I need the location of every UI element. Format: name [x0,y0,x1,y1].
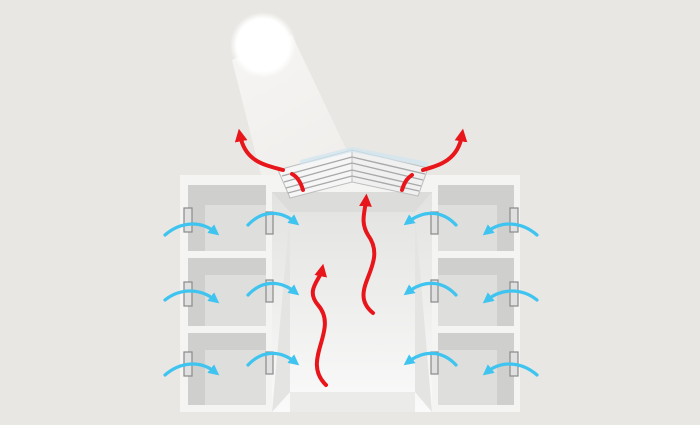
warm-air-arrows [234,128,468,387]
cool-air-arrow [246,281,300,297]
window-vent-icon [265,279,274,303]
window-vent-icon [509,207,519,233]
warm-air-arrow [421,128,468,172]
atrium [272,192,432,412]
window-vent-icon [183,207,193,233]
cool-air-arrow [163,222,220,237]
cool-air-arrow [246,351,300,367]
window-vent-icon [509,281,519,307]
cool-air-arrow [403,351,458,367]
right-rooms [438,185,514,405]
cool-air-arrow [163,362,220,377]
cool-air-arrow [482,222,539,237]
cool-air-arrow [163,289,220,304]
warm-air-arrow [400,173,414,192]
sun-icon [230,12,296,78]
warm-air-arrow [290,172,305,192]
cool-air-arrow [482,289,539,304]
cool-air-arrow [403,281,458,297]
window-vent-icon [430,279,439,303]
cool-air-arrow [482,362,539,377]
warm-air-arrow [310,263,328,387]
left-rooms [188,185,266,405]
warm-air-arrow [359,193,377,315]
warm-air-arrow [234,128,285,172]
cool-air-arrow [403,211,458,227]
window-vent-icon [183,281,193,307]
cool-air-arrows [163,211,539,377]
building-section [180,175,520,412]
cool-air-arrow [246,211,300,227]
